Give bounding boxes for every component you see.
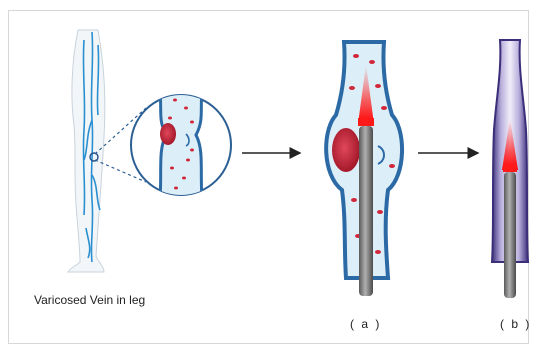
- magnified-vein: [131, 92, 231, 200]
- laser-fiber-panel-a: [359, 126, 373, 296]
- laser-tip-panel-a: [358, 118, 374, 126]
- clot-panel-a: [332, 128, 360, 172]
- leg-caption: Varicosed Vein in leg: [34, 293, 145, 307]
- laser-tip-panel-b: [503, 164, 517, 172]
- leg-illustration: [68, 30, 105, 272]
- panel-a-vein: [326, 42, 402, 296]
- clot-magnified: [160, 123, 176, 145]
- panel-b-label: ( b ): [500, 317, 531, 331]
- laser-fiber-panel-b: [504, 172, 516, 298]
- panel-a-label: ( a ): [350, 317, 381, 331]
- panel-b-vein: [492, 40, 528, 298]
